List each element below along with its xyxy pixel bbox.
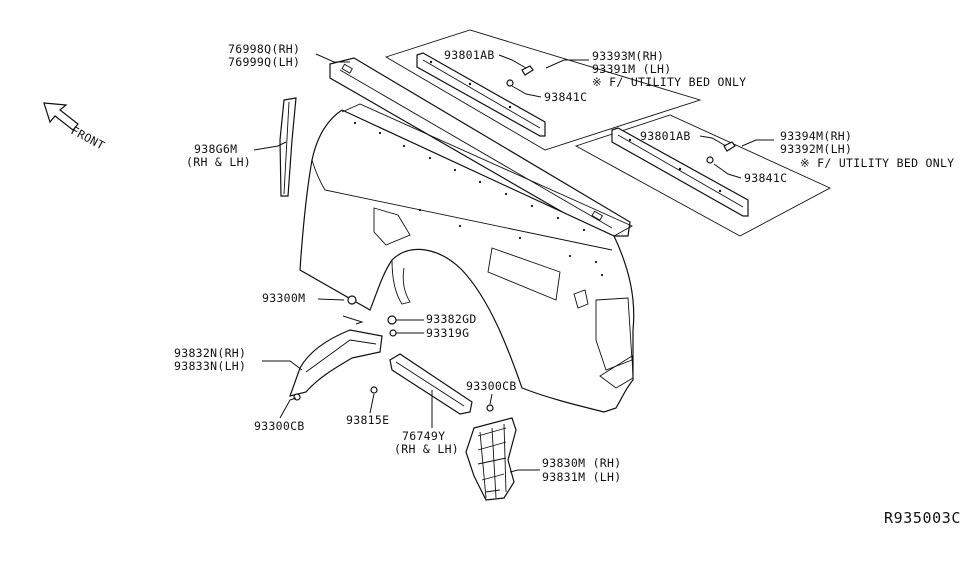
label-93801ab-a: 93801AB [444, 48, 495, 62]
front-label: FRONT [69, 123, 107, 152]
label-93801ab-b: 93801AB [640, 129, 691, 143]
label-93841c-b: 93841C [744, 171, 787, 185]
label-93300m: 93300M [262, 291, 305, 305]
clip-93300cb-b-icon [486, 404, 494, 412]
label-93841c-a: 93841C [544, 90, 587, 104]
label-93300cb-a: 93300CB [254, 419, 305, 433]
lower-rocker-trim [389, 353, 473, 415]
label-utility-a: ※ F/ UTILITY BED ONLY [592, 75, 746, 89]
utility-bed-panel-b [574, 114, 832, 237]
diagram-id: R935003C [884, 509, 961, 527]
screw-93815e-icon [370, 386, 378, 394]
wheel-arch-liner-rear [465, 417, 517, 501]
label-76999q: 76999Q(LH) [228, 55, 300, 69]
utility-bed-panel-a [384, 29, 702, 151]
clip-93300m-icon [347, 295, 357, 305]
label-93833n: 93833N(LH) [174, 359, 246, 373]
label-93394m: 93394M(RH) [780, 129, 852, 143]
callouts: 76998Q(RH) 76999Q(LH) 938G6M (RH & LH) 9… [174, 42, 961, 527]
label-93300cb-b: 93300CB [466, 379, 517, 393]
label-76749y-side: (RH & LH) [394, 442, 459, 456]
panel-holes [353, 121, 604, 277]
front-pillar-trim [279, 97, 297, 197]
wheel-arch-liner-front [289, 329, 383, 397]
label-utility-b: ※ F/ UTILITY BED ONLY [800, 156, 954, 170]
front-arrow-icon [43, 102, 79, 131]
label-93866m: 938G6M [194, 142, 237, 156]
label-93830m: 93830M (RH) [542, 456, 621, 470]
leader-lines [253, 53, 774, 473]
label-93831m: 93831M (LH) [542, 470, 621, 484]
clip-93319g-icon [389, 329, 397, 337]
label-76749y: 76749Y [402, 429, 445, 443]
label-93393m: 93393M(RH) [592, 49, 664, 63]
clip-93300cb-a-icon [293, 393, 301, 401]
label-93832n: 93832N(RH) [174, 346, 246, 360]
bed-side-panel [299, 103, 635, 413]
label-93866m-side: (RH & LH) [186, 155, 251, 169]
label-93319g: 93319G [426, 326, 469, 340]
label-76998q: 76998Q(RH) [228, 42, 300, 56]
nut-93382gd-icon [387, 315, 397, 325]
label-93391m: 93391M (LH) [592, 62, 671, 76]
label-93382gd: 93382GD [426, 312, 477, 326]
label-93392m: 93392M(LH) [780, 142, 852, 156]
label-93815e: 93815E [346, 413, 389, 427]
